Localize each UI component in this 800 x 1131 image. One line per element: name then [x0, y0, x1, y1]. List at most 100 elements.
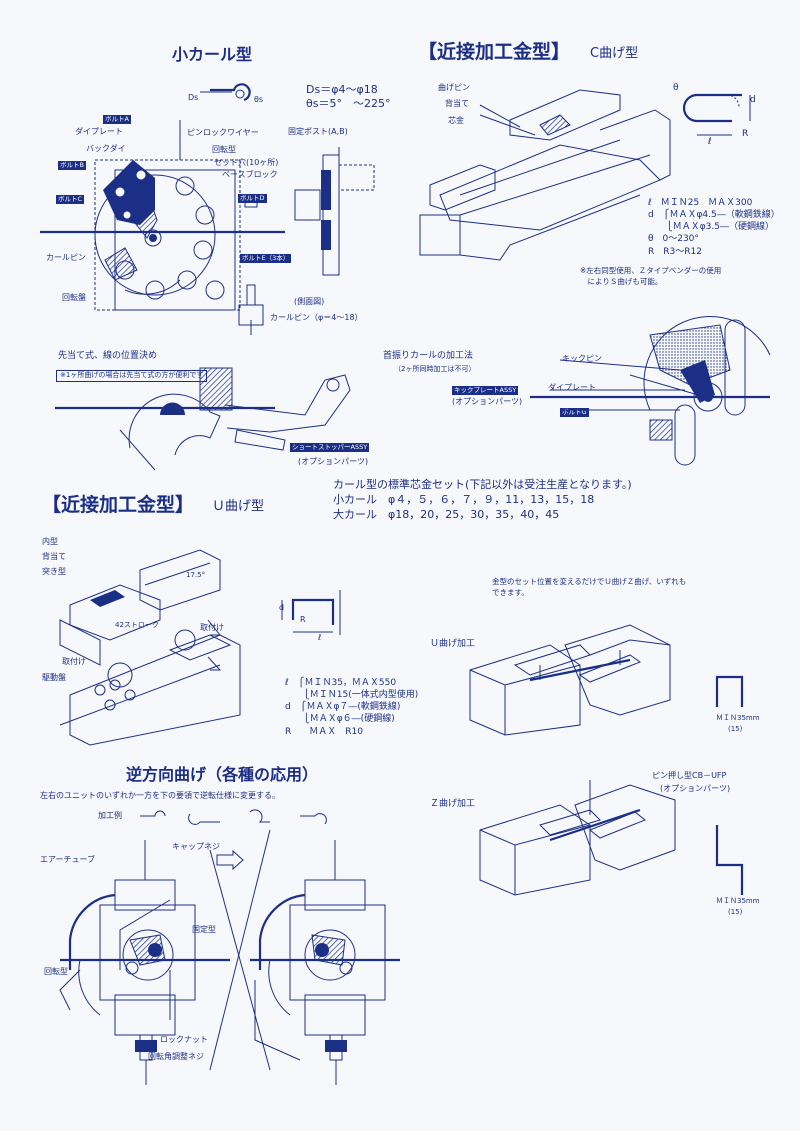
- u-bend-die-drawing: [59, 549, 241, 746]
- reverse-intro: 左右のユニットのいずれか一方を下の要領で逆転仕様に変更する。: [40, 791, 280, 800]
- curl-pin-range-label: カールピン（φ＝4〜18）: [270, 313, 363, 322]
- u-spec-line: ⎩ＭＩＮ15(一体式内型使用): [285, 690, 419, 701]
- angle-label: 17.5°: [186, 571, 206, 579]
- kick-plate-tag: キックプレートASSY: [452, 386, 519, 396]
- lead-curl-drawing: [530, 316, 771, 466]
- pin-push-label: ピン押し型CB－UFP: [652, 771, 727, 780]
- bolt-a-tag: ボルトA: [103, 115, 131, 125]
- transform-arrow-icon: [216, 849, 244, 871]
- attach-label-1: 取付け: [200, 623, 224, 632]
- lock-nut-label: ロックナット: [160, 1035, 208, 1044]
- c-bend-title: 【近接加工金型】: [418, 41, 571, 63]
- c-bend-die-drawing: [419, 89, 671, 261]
- inner-die-label: 内型: [42, 537, 58, 546]
- lead-curl-subtitle: （2ヶ所同時加工は不可）: [394, 365, 476, 373]
- bolt-d-tag: ボルトD: [238, 194, 267, 204]
- c-l-label: ℓ: [708, 137, 712, 147]
- pin-lock-wire-label: ピンロックワイヤー: [187, 128, 259, 137]
- core-set-large: 大カール φ18，20，25，30，35，40，45: [333, 508, 560, 521]
- fixed-post-label: 固定ポスト(A,B): [288, 127, 348, 136]
- small-curl-title: 小カール型: [172, 45, 253, 64]
- turntable-label: 回転盤: [62, 293, 86, 302]
- cap-screw-label: キャップネジ: [172, 842, 220, 851]
- reverse-title: 逆方向曲げ（各種の応用）: [126, 765, 319, 784]
- reverse-unit-left: [59, 840, 230, 1085]
- lead-curl-title: 首振りカールの加工法: [383, 351, 474, 361]
- example-shapes: [140, 809, 327, 825]
- u-min-sub: (15): [728, 725, 743, 733]
- bolt-b-tag: ボルトB: [58, 161, 86, 171]
- die-plate-label: ダイプレート: [75, 127, 123, 136]
- u-r-label: R: [300, 615, 306, 624]
- c-spec-line: θ 0〜230°: [648, 234, 699, 245]
- side-view-drawing: [294, 147, 375, 276]
- u-spec-line: ⎩ＭＡＸφ６―(硬鋼線): [285, 714, 395, 725]
- small-curl-die-drawing: [40, 120, 285, 335]
- u-result-icon: [715, 675, 744, 707]
- z-min-label: ＭＩＮ35mm: [716, 897, 760, 905]
- bolt-e-tag: ボルトE（3本）: [240, 254, 292, 264]
- side-view-label: (側面図): [294, 297, 325, 306]
- u-backing-label: 背当て: [42, 552, 66, 561]
- ds-label: Ds: [188, 93, 199, 102]
- bolt-c-tag: ボルトC: [56, 195, 85, 205]
- c-bend-note: ※左右同型使用、Ｚタイプベンダーの使用 によりＳ曲げも可能。: [580, 266, 722, 286]
- backing-label: 背当て: [445, 99, 469, 108]
- u-process-title: Ｕ曲げ加工: [430, 639, 476, 649]
- punch-label: 突き型: [42, 567, 66, 576]
- z-result-icon: [715, 825, 744, 895]
- uz-intro: 金型のセット位置を変えるだけでＵ曲げＺ曲げ、いずれも できます。: [492, 577, 687, 597]
- ds-spec: Ds＝φ4〜φ18: [306, 83, 378, 96]
- u-shape-diagram: [281, 590, 341, 635]
- set-hole-label: セット穴(10ヶ所): [214, 158, 279, 167]
- pre-position-drawing: [55, 367, 351, 471]
- rotary-die-label: 回転型: [212, 145, 236, 154]
- short-stopper-tag: ショートストッパーASSY: [290, 443, 370, 453]
- c-shape-diagram: [682, 93, 751, 136]
- c-bend-subtitle: C曲げ型: [590, 46, 639, 61]
- u-spec-line: R ＭＡＸ R10: [285, 726, 363, 737]
- c-theta-label: θ: [673, 83, 679, 93]
- bending-pin-label: 曲げピン: [438, 83, 470, 92]
- c-bend-spec: ℓ ＭＩＮ25 ＭＡＸ300 d ⎧ＭＡＸφ4.5―（軟鋼鉄線） ⎩ＭＡＸφ3.…: [648, 197, 780, 258]
- theta-spec: θs＝5° 〜225°: [306, 97, 391, 110]
- c-r-label: R: [742, 129, 749, 139]
- short-stopper-caption: (オプションパーツ): [298, 457, 369, 466]
- bolt-g-tag: ボルトG: [560, 408, 589, 418]
- core-set-title: カール型の標準芯金セット(下記以外は受注生産となります。): [333, 478, 632, 491]
- reverse-unit-right: [250, 840, 400, 1085]
- lead-die-plate-label: ダイプレート: [548, 383, 596, 392]
- c-spec-line: ⎩ＭＡＸφ3.5―（硬鋼線）: [648, 222, 775, 233]
- core-label: 芯金: [448, 116, 464, 125]
- drive-plate-label: 駆動盤: [42, 673, 66, 682]
- u-spec-line: d ⎧ＭＡＸφ７―(軟鋼鉄線): [285, 702, 401, 713]
- c-spec-line: ℓ ＭＩＮ25 ＭＡＸ300: [648, 198, 753, 208]
- theta-s-label: θs: [254, 95, 264, 104]
- cross-lines: [209, 829, 271, 1071]
- kick-pin-label: キックピン: [562, 354, 602, 363]
- air-tube-label: エアーチューブ: [40, 855, 96, 864]
- pre-position-title: 先当て式、線の位置決め: [58, 351, 158, 361]
- u-bend-title: 【近接加工金型】: [42, 494, 195, 516]
- attach-label-2: 取付け: [62, 657, 86, 666]
- pin-push-caption: (オプションパーツ): [660, 784, 731, 793]
- u-spec-line: ℓ ⎧ＭＩＮ35，ＭＡＸ550: [285, 678, 397, 688]
- example-label: 加工例: [98, 811, 122, 820]
- c-d-label: d: [750, 95, 756, 105]
- u-d-label: d: [279, 603, 285, 612]
- z-min-sub: (15): [728, 908, 743, 916]
- u-bend-spec: ℓ ⎧ＭＩＮ35，ＭＡＸ550 ⎩ＭＩＮ15(一体式内型使用) d ⎧ＭＡＸφ７…: [285, 677, 418, 738]
- c-spec-line: d ⎧ＭＡＸφ4.5―（軟鋼鉄線）: [648, 210, 780, 221]
- u-l-label: ℓ: [318, 633, 322, 642]
- kick-plate-caption: (オプションパーツ): [452, 397, 523, 406]
- z-process-title: Ｚ曲げ加工: [430, 799, 476, 809]
- reverse-rotary-die-label: 回転型: [44, 967, 68, 976]
- u-min-label: ＭＩＮ35mm: [716, 714, 760, 722]
- u-bend-subtitle: Ｕ曲げ型: [212, 499, 265, 514]
- stroke-label: 42ストローク: [115, 621, 159, 629]
- c-spec-line: R R3〜R12: [648, 246, 702, 257]
- u-process-drawing: [469, 624, 671, 736]
- fixed-die-label: 固定型: [192, 925, 216, 934]
- angle-screw-label: 回転角調整ネジ: [148, 1052, 204, 1061]
- core-set-small: 小カール φ４，５，６，７，９，11，13，15，18: [333, 493, 595, 506]
